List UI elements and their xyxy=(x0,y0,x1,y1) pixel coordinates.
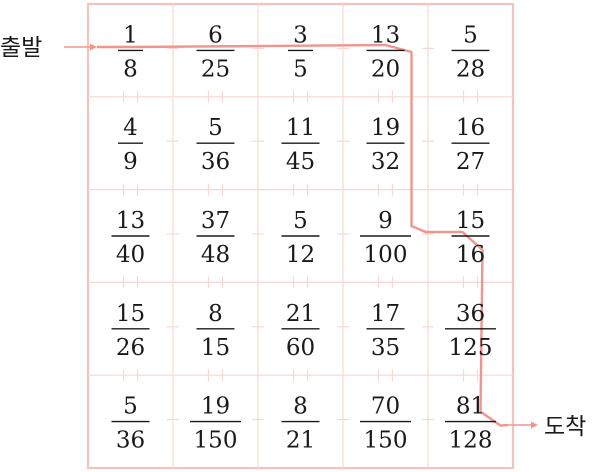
fraction-numerator: 8 xyxy=(293,394,308,420)
fraction-denominator: 21 xyxy=(286,428,315,454)
outer-frame xyxy=(86,2,515,470)
fraction-grid: 1862535132052849536114519321627134037485… xyxy=(111,22,496,454)
fraction-denominator: 100 xyxy=(364,242,408,268)
fraction-cell: 528 xyxy=(451,22,490,82)
fraction-denominator: 60 xyxy=(286,335,315,361)
fraction-denominator: 12 xyxy=(286,242,315,268)
fraction-denominator: 36 xyxy=(116,428,145,454)
fraction-numerator: 70 xyxy=(371,394,400,420)
fraction-cell: 536 xyxy=(196,115,235,175)
start-label: 출발 xyxy=(0,35,42,61)
fraction-denominator: 35 xyxy=(371,335,400,361)
fraction-numerator: 1 xyxy=(123,22,138,48)
fraction-denominator: 25 xyxy=(201,56,230,82)
fraction-numerator: 37 xyxy=(201,208,230,234)
fraction-cell: 815 xyxy=(196,301,235,361)
route-path xyxy=(97,43,509,427)
fraction-numerator: 13 xyxy=(116,208,145,234)
fraction-numerator: 5 xyxy=(293,208,308,234)
fraction-denominator: 27 xyxy=(456,149,485,175)
fraction-cell: 625 xyxy=(196,22,235,82)
fraction-denominator: 128 xyxy=(449,428,493,454)
fraction-numerator: 19 xyxy=(371,115,400,141)
end-label: 도착 xyxy=(544,414,586,440)
fraction-denominator: 5 xyxy=(293,56,308,82)
fraction-numerator: 11 xyxy=(286,115,315,141)
fraction-numerator: 6 xyxy=(208,22,223,48)
fraction-numerator: 5 xyxy=(463,22,478,48)
fraction-numerator: 4 xyxy=(123,115,138,141)
fraction-denominator: 9 xyxy=(123,149,138,175)
fraction-numerator: 36 xyxy=(456,301,485,327)
fraction-numerator: 21 xyxy=(286,301,315,327)
fraction-numerator: 3 xyxy=(293,22,308,48)
fraction-numerator: 5 xyxy=(208,115,223,141)
fraction-denominator: 40 xyxy=(116,242,145,268)
fraction-numerator: 81 xyxy=(456,394,485,420)
fraction-denominator: 36 xyxy=(201,149,230,175)
fraction-denominator: 20 xyxy=(371,56,400,82)
fraction-numerator: 16 xyxy=(456,115,485,141)
fraction-denominator: 8 xyxy=(123,56,138,82)
fraction-denominator: 32 xyxy=(371,149,400,175)
fraction-cell: 35 xyxy=(288,22,313,82)
route-line xyxy=(97,43,509,427)
fraction-numerator: 19 xyxy=(201,394,230,420)
fraction-cell: 512 xyxy=(281,208,320,268)
fraction-denominator: 150 xyxy=(194,428,238,454)
fraction-cell: 18 xyxy=(118,22,143,82)
fraction-denominator: 26 xyxy=(116,335,145,361)
fraction-cell: 821 xyxy=(281,394,320,454)
fraction-denominator: 16 xyxy=(456,242,485,268)
fraction-numerator: 5 xyxy=(123,394,138,420)
fraction-numerator: 13 xyxy=(371,22,400,48)
fraction-denominator: 125 xyxy=(449,335,493,361)
fraction-denominator: 45 xyxy=(286,149,315,175)
fraction-numerator: 15 xyxy=(456,208,485,234)
grid-frame xyxy=(86,2,515,470)
fraction-numerator: 9 xyxy=(378,208,393,234)
fraction-cell: 536 xyxy=(111,394,150,454)
fraction-denominator: 150 xyxy=(364,428,408,454)
fraction-numerator: 8 xyxy=(208,301,223,327)
end-arrow-icon xyxy=(508,421,538,429)
fraction-numerator: 17 xyxy=(371,301,400,327)
fraction-denominator: 15 xyxy=(201,335,230,361)
fraction-numerator: 15 xyxy=(116,301,145,327)
fraction-denominator: 28 xyxy=(456,56,485,82)
fraction-denominator: 48 xyxy=(201,242,230,268)
start-arrow-icon xyxy=(64,43,97,51)
fraction-cell: 49 xyxy=(118,115,143,175)
